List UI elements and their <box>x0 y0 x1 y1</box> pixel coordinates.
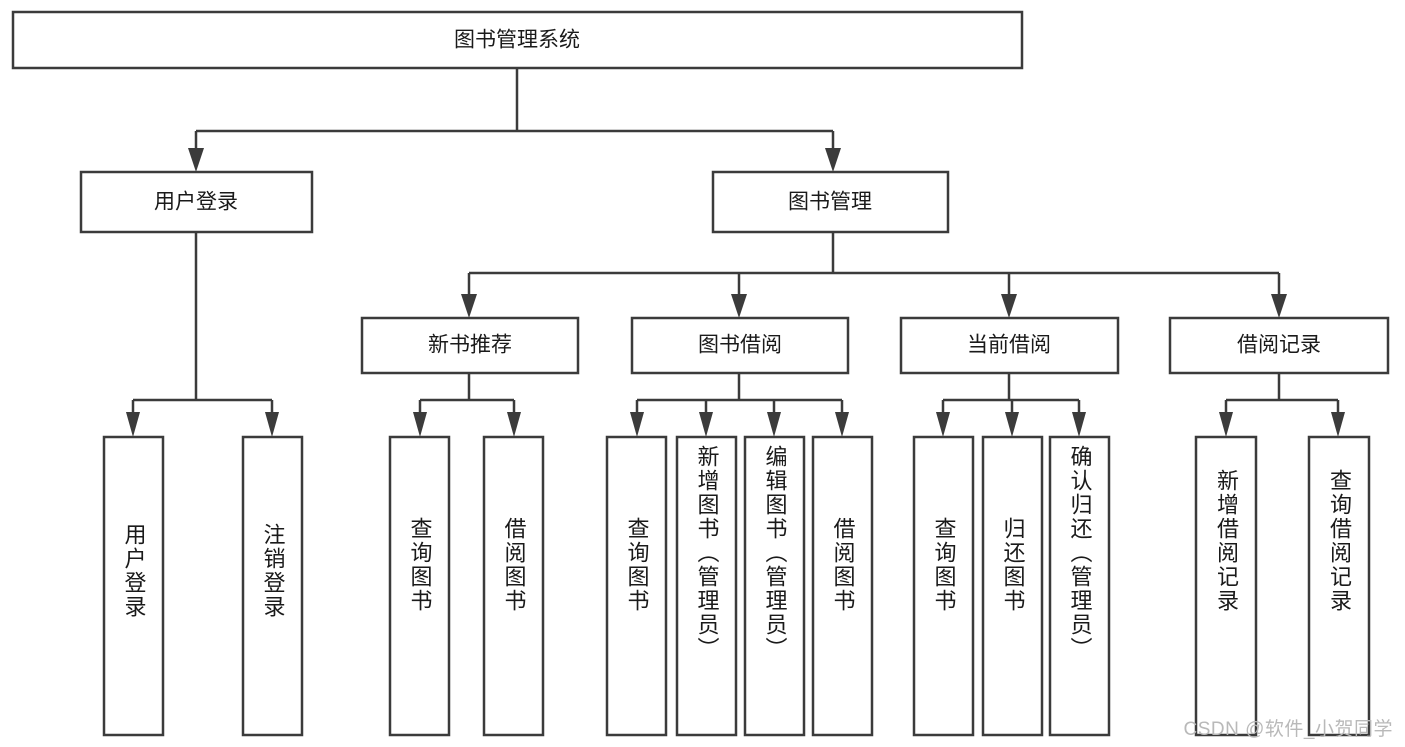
node-new-book-recommend[interactable]: 新书推荐 <box>360 316 580 375</box>
node-borrow-record-box[interactable] <box>1168 316 1390 375</box>
node-book-manage-label: 图书管理 <box>788 191 872 214</box>
leaf-box-cb-return-book[interactable] <box>981 435 1044 737</box>
node-book-borrow[interactable]: 图书借阅 <box>630 316 850 375</box>
node-current-borrow-box[interactable] <box>899 316 1120 375</box>
leaf-box-br-query-record[interactable] <box>1307 435 1371 737</box>
node-user-login[interactable]: 用户登录 <box>79 170 314 234</box>
node-root-system[interactable]: 图书管理系统 <box>11 10 1024 70</box>
node-book-manage[interactable]: 图书管理 <box>711 170 950 234</box>
arrow-br-leaf1 <box>1219 412 1233 437</box>
leaf-box-bb-add-book[interactable] <box>675 435 738 737</box>
leaf-box-nb-query-book[interactable] <box>388 435 451 737</box>
arrow-ul-leaf1 <box>126 412 140 437</box>
node-new-book-recommend-box[interactable] <box>360 316 580 375</box>
node-book-borrow-label: 图书借阅 <box>698 334 782 357</box>
arrow-to-new-book <box>461 294 477 318</box>
leaf-box-br-add-record[interactable] <box>1194 435 1258 737</box>
leaf-box-bb-borrow-book[interactable] <box>811 435 874 737</box>
arrow-to-user-login <box>188 148 204 172</box>
node-root-system-box[interactable] <box>11 10 1024 70</box>
leaf-box-logout[interactable] <box>241 435 304 737</box>
csdn-watermark: CSDN @软件_小贺同学 <box>1183 719 1393 740</box>
arrow-to-current-borrow <box>1001 294 1017 318</box>
arrow-bb-leaf4 <box>835 412 849 437</box>
arrow-cb-leaf2 <box>1005 412 1019 437</box>
arrow-bb-leaf3 <box>767 412 781 437</box>
leaf-box-bb-edit-book[interactable] <box>743 435 806 737</box>
node-borrow-record-label: 借阅记录 <box>1237 334 1321 357</box>
arrow-br-leaf2 <box>1331 412 1345 437</box>
node-book-manage-box[interactable] <box>711 170 950 234</box>
node-current-borrow-label: 当前借阅 <box>967 334 1051 357</box>
node-new-book-recommend-label: 新书推荐 <box>428 334 512 357</box>
leaf-box-cb-confirm-return[interactable] <box>1048 435 1111 737</box>
arrow-to-book-borrow <box>731 294 747 318</box>
arrow-bb-leaf1 <box>630 412 644 437</box>
leaf-box-cb-query-book[interactable] <box>912 435 975 737</box>
arrow-to-borrow-record <box>1271 294 1287 318</box>
arrow-cb-leaf1 <box>936 412 950 437</box>
node-root-system-label: 图书管理系统 <box>454 29 580 52</box>
leaf-boxes <box>102 435 1371 737</box>
arrow-nb-leaf2 <box>507 412 521 437</box>
node-borrow-record[interactable]: 借阅记录 <box>1168 316 1390 375</box>
arrow-to-book-manage <box>825 148 841 172</box>
arrow-ul-leaf2 <box>265 412 279 437</box>
connectors <box>126 68 1345 437</box>
arrow-bb-leaf2 <box>699 412 713 437</box>
node-user-login-label: 用户登录 <box>154 191 238 214</box>
node-current-borrow[interactable]: 当前借阅 <box>899 316 1120 375</box>
node-book-borrow-box[interactable] <box>630 316 850 375</box>
node-user-login-box[interactable] <box>79 170 314 234</box>
arrow-nb-leaf1 <box>413 412 427 437</box>
leaf-box-bb-query-book[interactable] <box>605 435 668 737</box>
leaf-box-user-login[interactable] <box>102 435 165 737</box>
leaf-box-nb-borrow-book[interactable] <box>482 435 545 737</box>
arrow-cb-leaf3 <box>1072 412 1086 437</box>
